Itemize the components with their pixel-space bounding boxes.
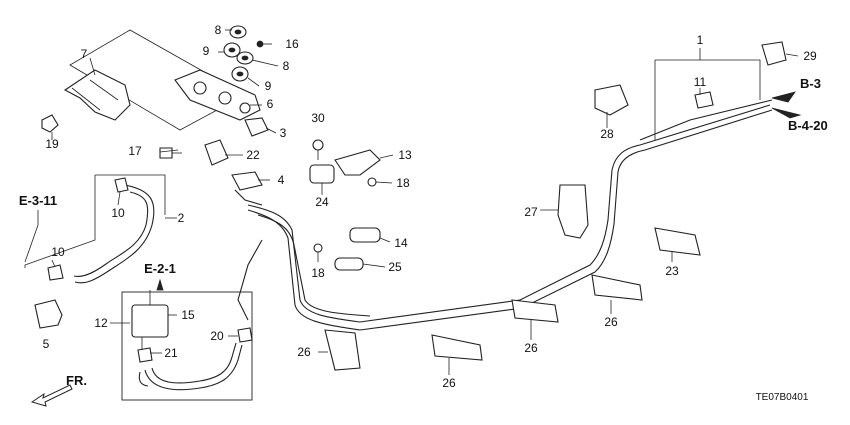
part-number-29: 29	[803, 49, 817, 63]
bracket-part-7	[63, 69, 131, 121]
part-number-26-c: 26	[524, 341, 538, 355]
grommet-part-14	[349, 227, 381, 243]
ref-e-2-1: E-2-1	[144, 261, 176, 276]
hose-2	[73, 184, 155, 284]
bracket-part-6	[174, 69, 261, 121]
front-label: FR.	[66, 373, 87, 388]
part-number-20: 20	[210, 329, 224, 343]
part-number-22: 22	[246, 148, 260, 162]
filter-part-15	[131, 290, 169, 350]
part-number-9-lower: 9	[265, 79, 272, 93]
bolt-part-16	[256, 40, 264, 48]
main-fuel-pipes	[237, 99, 773, 331]
clamp-part-22	[204, 139, 229, 166]
part-number-10-lower: 10	[51, 245, 65, 259]
clip-part-26-c	[511, 299, 559, 323]
part-number-26-b: 26	[442, 376, 456, 390]
part-number-28: 28	[600, 127, 614, 141]
clamp-part-11	[694, 91, 714, 109]
part-number-17: 17	[128, 144, 142, 158]
part-number-26-d: 26	[604, 315, 618, 329]
bolt-part-18-upper	[367, 177, 377, 187]
part-number-26-a: 26	[297, 345, 311, 359]
part-number-21: 21	[164, 346, 178, 360]
group-box-12	[121, 291, 253, 401]
clip-part-28	[594, 84, 629, 116]
diagram-code: TE07B0401	[756, 392, 809, 403]
part-number-14: 14	[394, 236, 408, 250]
sensor-part-4	[231, 171, 263, 206]
part-number-5: 5	[43, 337, 50, 351]
grommet-part-8-upper	[229, 25, 247, 39]
part-number-23: 23	[665, 264, 679, 278]
bolt-part-18-lower	[313, 243, 323, 253]
ref-b-4-20: B-4-20	[788, 118, 828, 133]
part-number-18-upper: 18	[396, 176, 410, 190]
part-number-25: 25	[388, 260, 402, 274]
front-arrow-icon: FR.	[30, 373, 87, 407]
clip-part-26-b	[431, 334, 483, 361]
bracket-part-13	[334, 149, 381, 176]
clip-part-10-lower	[47, 264, 64, 281]
clamp-part-21	[137, 347, 153, 363]
clip-part-19	[41, 114, 59, 133]
bolt-part-30	[312, 139, 324, 160]
leader-lines	[51, 29, 799, 375]
part-number-1: 1	[697, 33, 704, 47]
grommet-part-25	[334, 257, 364, 271]
part-number-11: 11	[694, 75, 707, 89]
group-box-left	[24, 174, 166, 268]
grommet-part-9-lower	[231, 66, 249, 82]
part-number-9-upper: 9	[203, 44, 210, 58]
part-number-15: 15	[181, 308, 195, 322]
clip-part-24	[309, 164, 335, 184]
clip-part-23	[654, 227, 701, 256]
part-number-18-lower: 18	[311, 266, 325, 280]
part-number-19: 19	[45, 137, 59, 151]
clamp-part-3	[244, 117, 269, 137]
part-number-12: 12	[94, 316, 108, 330]
part-number-3: 3	[280, 126, 287, 140]
part-number-24: 24	[315, 195, 329, 209]
part-number-4: 4	[278, 173, 285, 187]
ref-b-3: B-3	[800, 76, 821, 91]
part-number-13: 13	[398, 148, 412, 162]
part-number-16: 16	[285, 37, 299, 51]
part-number-30: 30	[311, 111, 325, 125]
group-box-1	[654, 59, 761, 140]
clip-part-10-upper	[114, 177, 129, 193]
clip-part-26-d	[591, 274, 643, 301]
part-number-8-upper: 8	[215, 23, 222, 37]
part-number-7: 7	[81, 47, 88, 61]
part-number-2: 2	[178, 211, 185, 225]
bolt-part-17	[159, 147, 182, 159]
clip-part-27	[557, 184, 589, 239]
grommet-part-9-upper	[223, 42, 241, 58]
part-number-10-upper: 10	[111, 206, 125, 220]
clip-part-5	[34, 299, 63, 329]
ref-e-3-11: E-3-11	[19, 193, 57, 208]
clamp-part-20	[237, 327, 253, 343]
grommet-part-8-lower	[236, 51, 254, 65]
part-number-8-lower: 8	[283, 59, 290, 73]
part-number-6: 6	[267, 97, 274, 111]
clip-part-26-a	[324, 329, 361, 371]
hose-lower	[138, 342, 243, 391]
clip-part-29	[761, 41, 787, 66]
part-number-27: 27	[524, 205, 538, 219]
